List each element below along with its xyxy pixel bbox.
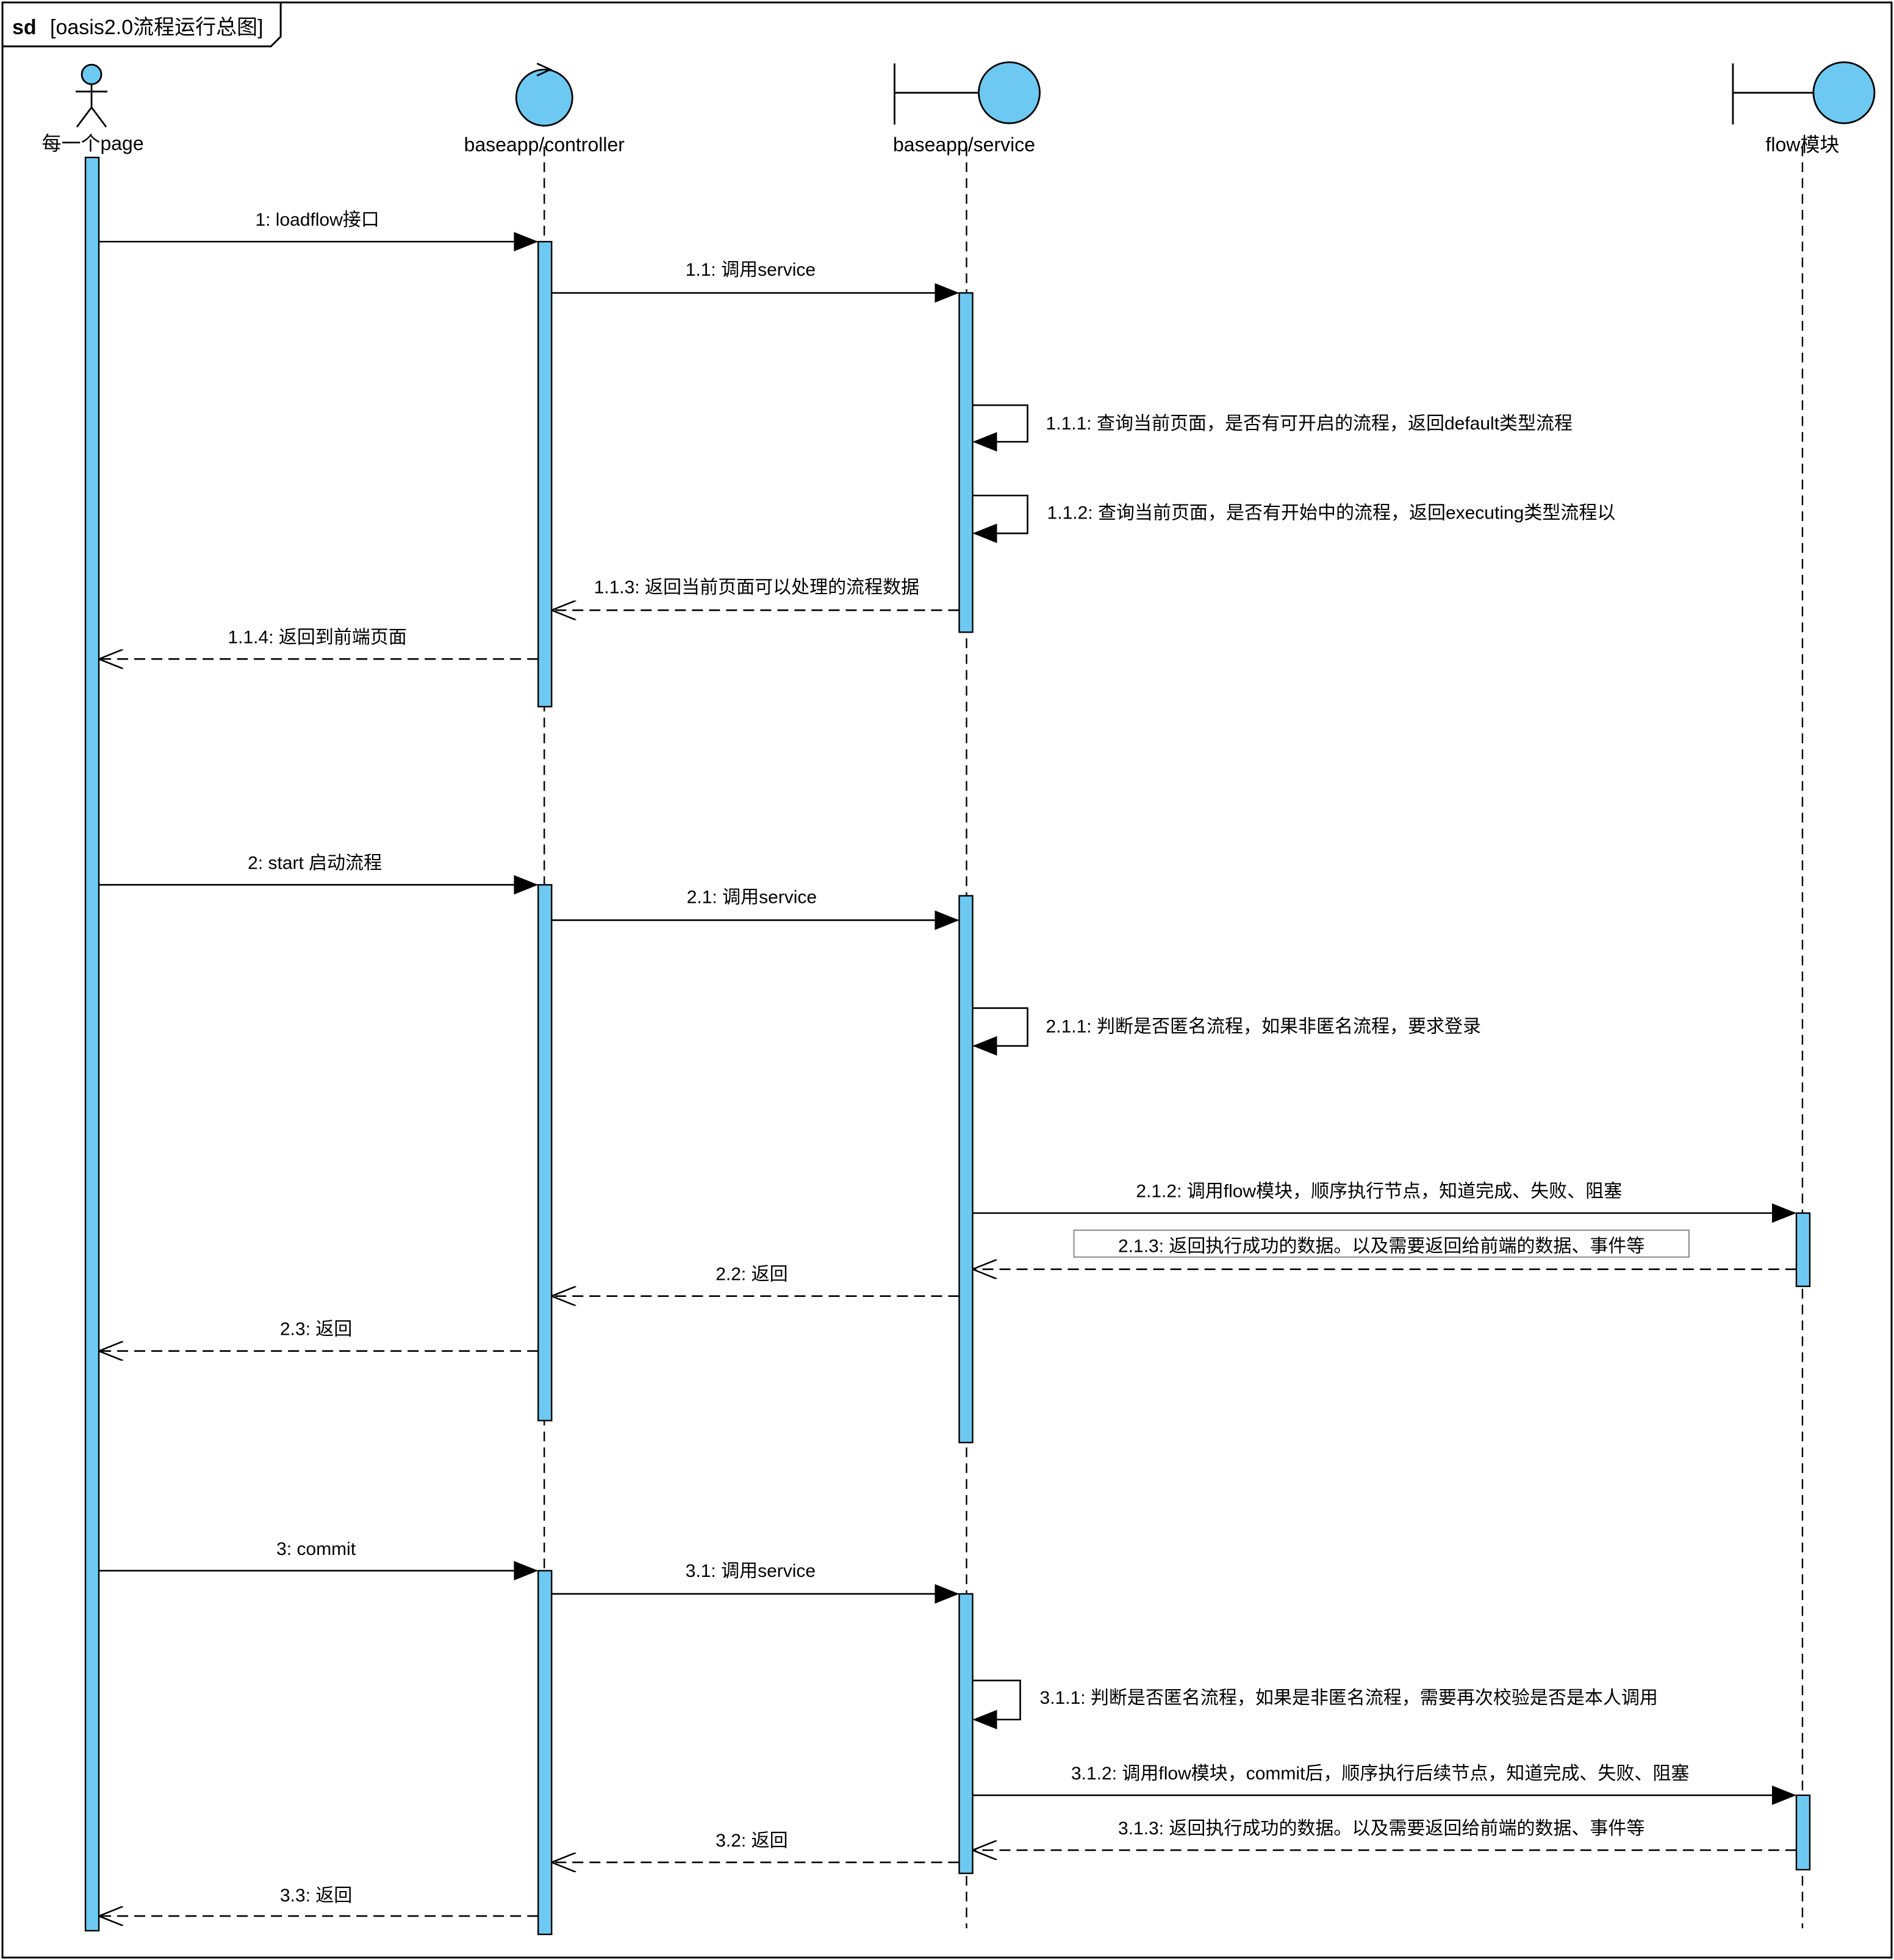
note-box <box>1073 1229 1690 1258</box>
message-label: 2: start 启动流程 <box>248 853 382 873</box>
actor-icon <box>76 63 108 127</box>
activation-service-3 <box>958 1593 974 1875</box>
lifeline-label-service: baseapp/service <box>893 134 1035 156</box>
lifeline-label-page: 每一个page <box>41 132 143 154</box>
control-icon <box>515 62 573 127</box>
activation-flow-1 <box>1795 1212 1811 1287</box>
message-label: 2.1: 调用service <box>687 887 817 907</box>
message-label: 1.1: 调用service <box>686 260 816 280</box>
activation-controller-2 <box>537 884 553 1421</box>
self-message-arrow <box>972 404 1028 452</box>
message-label: 1.1.3: 返回当前页面可以处理的流程数据 <box>594 577 919 597</box>
activation-page <box>84 156 100 1932</box>
message-label: 1.1.1: 查询当前页面，是否有可开启的流程，返回default类型流程 <box>1046 414 1573 434</box>
message-label: 3: commit <box>276 1539 356 1559</box>
frame-title-tab <box>2 2 282 48</box>
boundary-icon <box>1732 61 1876 125</box>
message-label: 1.1.2: 查询当前页面，是否有开始中的流程，返回executing类型流程以 <box>1047 503 1616 523</box>
activation-service-1 <box>958 292 974 633</box>
activation-flow-2 <box>1795 1794 1811 1871</box>
lifeline-label-controller: baseapp/controller <box>464 134 625 156</box>
message-label: 2.1.1: 判断是否匿名流程，如果非匿名流程，要求登录 <box>1046 1017 1481 1037</box>
activation-controller-1 <box>537 240 553 708</box>
frame-title: [oasis2.0流程运行总图] <box>50 16 264 39</box>
activation-controller-3 <box>537 1570 553 1936</box>
message-label: 3.1.2: 调用flow模块，commit后，顺序执行后续节点，知道完成、失败… <box>1071 1764 1689 1784</box>
activation-service-2 <box>958 895 974 1443</box>
message-label: 3.2: 返回 <box>716 1831 787 1851</box>
self-message-arrow <box>972 494 1028 544</box>
message-label: 3.3: 返回 <box>280 1886 352 1906</box>
message-label: 2.2: 返回 <box>716 1265 787 1285</box>
message-label: 2.1.2: 调用flow模块，顺序执行节点，知道完成、失败、阻塞 <box>1136 1182 1622 1202</box>
message-label: 3.1: 调用service <box>686 1561 816 1581</box>
lifeline-label-flow: flow模块 <box>1765 134 1839 156</box>
message-label: 1: loadflow接口 <box>255 210 379 230</box>
message-label: 1.1.4: 返回到前端页面 <box>228 627 406 647</box>
message-label: 3.1.1: 判断是否匿名流程，如果是非匿名流程，需要再次校验是否是本人调用 <box>1040 1688 1658 1708</box>
message-label: 3.1.3: 返回执行成功的数据。以及需要返回给前端的数据、事件等 <box>1118 1818 1645 1839</box>
message-label: 2.3: 返回 <box>280 1319 352 1340</box>
self-message-arrow <box>972 1007 1028 1056</box>
activation-bars <box>84 156 1811 1936</box>
self-message-arrow <box>972 1679 1021 1729</box>
boundary-icon <box>894 61 1041 125</box>
frame-keyword: sd <box>12 16 37 39</box>
message-label: 2.1.3: 返回执行成功的数据。以及需要返回给前端的数据、事件等 <box>1118 1237 1645 1257</box>
